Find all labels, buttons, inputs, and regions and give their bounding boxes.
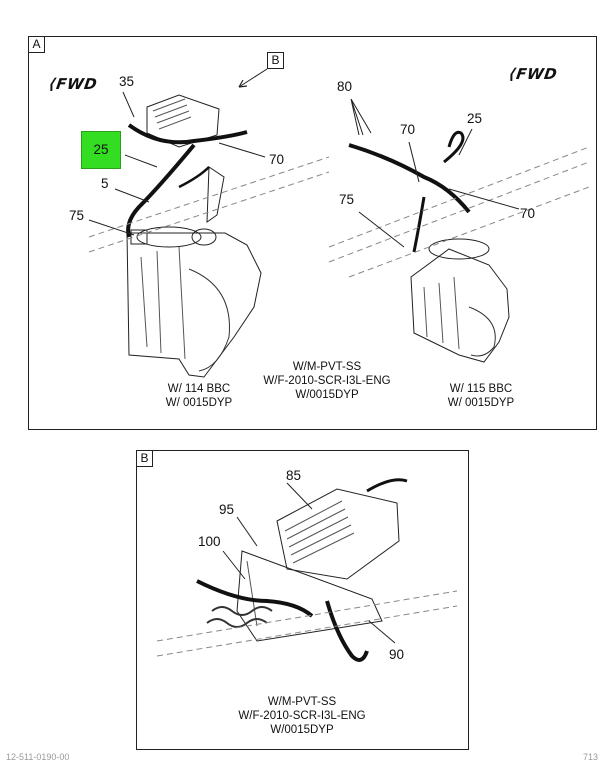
callout-35: 35 (119, 74, 135, 89)
callout-25-right: 25 (467, 111, 483, 126)
callout-80: 80 (337, 79, 353, 94)
caption-b: W/M-PVT-SS W/F-2010-SCR-I3L-ENG W/0015DY… (232, 695, 372, 737)
callout-70-left: 70 (269, 152, 285, 167)
callout-100: 100 (198, 534, 221, 549)
leader-75-left (88, 219, 135, 236)
right-harness (348, 143, 471, 214)
panel-tag-a: A (28, 36, 45, 53)
right-tank-outline (410, 248, 510, 363)
left-harness (127, 123, 248, 145)
callout-5: 5 (101, 176, 109, 191)
caption-center: W/M-PVT-SS W/F-2010-SCR-I3L-ENG W/0015DY… (257, 360, 397, 402)
leader-25-right (458, 128, 473, 156)
detail-panel-b: B 85 95 100 90 W/M-PVT-SS (136, 450, 469, 750)
leader-25-green (124, 154, 158, 168)
panel-b-illustration (156, 478, 458, 662)
caption-left-line-1: W/ 114 BBC (167, 383, 231, 395)
callout-75-left: 75 (69, 208, 85, 223)
footer-page: 713 (583, 752, 599, 762)
left-module-outline (146, 94, 220, 148)
fwd-indicator-right: ⟨FWD (507, 65, 559, 83)
leader-70-left (218, 142, 266, 158)
callout-90: 90 (389, 647, 405, 662)
leader-5 (114, 188, 150, 203)
callout-75-right: 75 (339, 192, 355, 207)
caption-center-line-2: W/F-2010-SCR-I3L-ENG (263, 375, 391, 387)
callout-95: 95 (219, 502, 235, 517)
detail-panel-a: A (28, 36, 597, 430)
fwd-text-left: FWD (55, 75, 99, 93)
leader-90 (368, 620, 396, 644)
panel-tag-b: B (136, 450, 153, 467)
caption-right-line-1: W/ 115 BBC (449, 383, 513, 395)
left-tank-outline (126, 232, 262, 378)
caption-b-line-3: W/0015DYP (270, 724, 334, 736)
caption-right-line-2: W/ 0015DYP (447, 397, 515, 409)
leader-95 (236, 516, 258, 547)
leader-75-right (358, 211, 405, 248)
caption-center-line-3: W/0015DYP (295, 389, 359, 401)
fwd-text-right: FWD (515, 65, 559, 83)
footer-code: 12-511-0190-00 (6, 752, 70, 762)
view-arrow (238, 68, 268, 88)
harness-b (196, 579, 314, 618)
fwd-indicator-left: ⟨FWD (47, 75, 99, 93)
view-reference-b: B (267, 52, 284, 69)
callout-25-highlighted: 25 (81, 131, 121, 169)
leader-100 (222, 550, 246, 580)
leader-80 (350, 98, 372, 136)
callout-85: 85 (286, 468, 302, 483)
caption-b-line-2: W/F-2010-SCR-I3L-ENG (238, 710, 366, 722)
leader-70-right-top (408, 141, 420, 183)
caption-center-line-1: W/M-PVT-SS (292, 361, 362, 373)
caption-left: W/ 114 BBC W/ 0015DYP (139, 382, 259, 410)
leader-70-right-bottom (448, 188, 520, 210)
leader-35 (122, 91, 135, 118)
callout-70-right-bottom: 70 (520, 206, 536, 221)
caption-b-line-1: W/M-PVT-SS (267, 696, 337, 708)
bracket-plate (236, 550, 383, 642)
caption-right: W/ 115 BBC W/ 0015DYP (421, 382, 541, 410)
callout-70-right-top: 70 (400, 122, 416, 137)
ecm-module-outline (276, 488, 400, 580)
leader-85 (286, 482, 313, 510)
caption-left-line-2: W/ 0015DYP (165, 397, 233, 409)
panel-a-illustration (88, 68, 590, 378)
